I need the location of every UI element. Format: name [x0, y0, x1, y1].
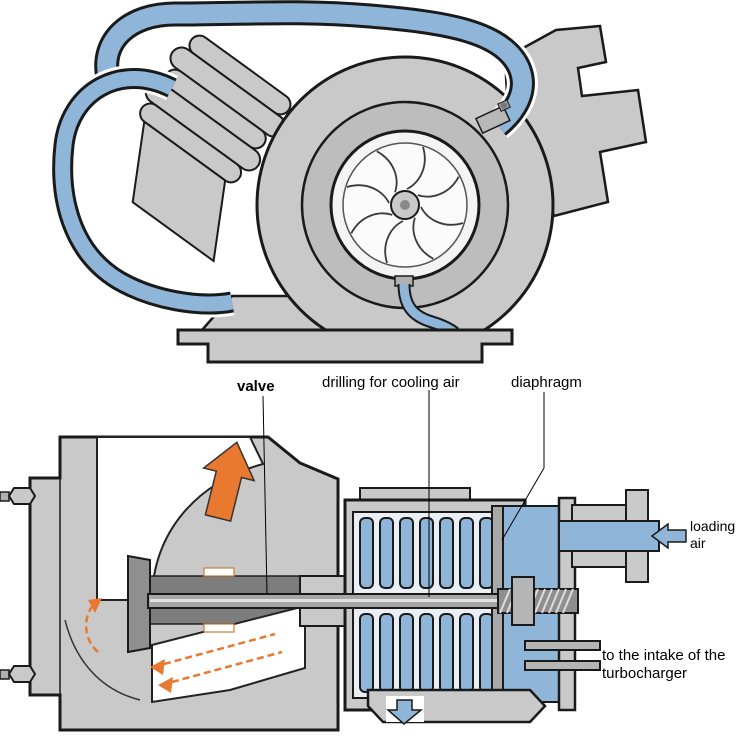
left-wrap-hose: [49, 65, 235, 318]
housing-inner-line: [64, 619, 141, 701]
cooling-air-drilling: [150, 599, 574, 602]
hose-clamp: [474, 99, 511, 135]
wastegate-cross-section: [0, 435, 687, 732]
exhaust-dashed-flow: [85, 603, 283, 684]
valve-seat-bottom: [203, 623, 235, 633]
compressor-wheel-icon: [346, 146, 464, 264]
adjuster-nut: [511, 576, 535, 626]
inlet-bellows: [131, 34, 292, 263]
valve-seat-top: [203, 567, 235, 577]
leader-lines: [262, 390, 545, 597]
dashed-arrowhead-2: [150, 659, 165, 675]
intake-pipe: [524, 640, 601, 671]
flange-bolt-top: [0, 487, 37, 505]
valve-head: [127, 554, 151, 654]
label-intake: to the intake of the turbocharger: [602, 647, 726, 682]
pedestal-base: [176, 328, 514, 364]
dashed-arrowhead-3: [158, 677, 173, 693]
turbocharger-illustration: [49, 0, 648, 364]
leader-line-diaphragm: [501, 392, 545, 541]
label-loading-air: loading air: [690, 518, 736, 551]
top-charge-hose: [91, 0, 538, 138]
loading-air-arrow: [650, 522, 687, 550]
exhaust-duct-lower: [151, 604, 306, 704]
threaded-adjuster: [497, 576, 579, 626]
wheel-nut: [400, 200, 410, 210]
leader-line-valve: [262, 395, 268, 595]
exhaust-flow-arrow: [201, 441, 256, 523]
flange-bolt-bottom: [0, 665, 37, 683]
loading-air-pipe: [558, 489, 660, 583]
vent-down-arrow: [386, 699, 424, 725]
label-valve: valve: [237, 378, 275, 395]
label-diaphragm: diaphragm: [511, 374, 582, 391]
actuator-spring-bottom: [359, 613, 494, 693]
label-drilling-for-cooling-air: drilling for cooling air: [322, 374, 460, 391]
actuator-spring-top: [359, 517, 494, 589]
dashed-arrowhead-1: [88, 598, 102, 613]
